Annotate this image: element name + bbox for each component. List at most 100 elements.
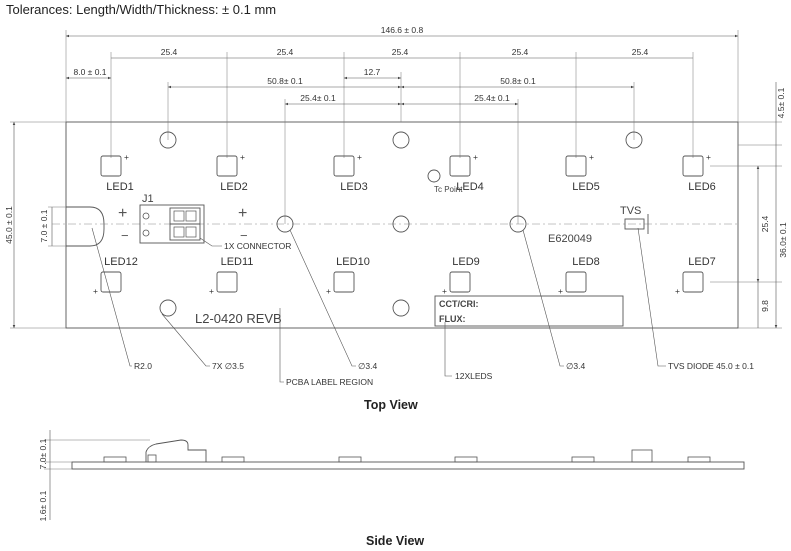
led-plus-mark: + [473,152,478,162]
led-top-row: LED1 LED2 LED3 LED4 LED5 LED6 [100,155,716,193]
led-plus-mark: + [326,286,331,296]
led-pad [216,155,238,177]
dim-right-254: 25.4 [760,215,770,232]
led-label: LED9 [452,256,480,268]
led-label: LED8 [572,256,600,268]
led-pad [449,271,471,293]
tvs-ref: TVS [620,205,641,217]
cct-cri-label: CCT/CRI: [439,299,479,309]
dim-right-360: 36.0± 0.1 [778,222,788,258]
led-plus-mark: + [589,152,594,162]
dim-pitch-2: 25.4 [277,47,294,57]
callout-hole-a: ∅3.4 [358,361,377,371]
led-plus-mark: + [209,286,214,296]
side-view-title: Side View [366,534,425,548]
led-label: LED3 [340,181,368,193]
callout-tvs-diode: TVS DIODE 45.0 ± 0.1 [668,361,754,371]
led-label: LED11 [221,256,254,268]
dim-pitch-1: 25.4 [161,47,178,57]
led-plus-mark: + [558,286,563,296]
led-label: LED5 [572,181,600,193]
mounting-hole [392,215,410,233]
top-view-title: Top View [364,398,418,412]
side-led [221,456,245,463]
pcba-label-box [434,295,624,327]
tc-point-label: Tc Point [434,185,463,194]
side-led [338,456,362,463]
tvs-component [624,218,645,230]
callout-radius: R2.0 [134,361,152,371]
led-pad [449,155,471,177]
side-pcb [71,461,745,470]
led-pad [565,155,587,177]
cable-tab [66,206,105,247]
pcb-outline [65,121,739,329]
led-label: LED2 [220,181,248,193]
led-pad [682,271,704,293]
top-view: 146.6 ± 0.8 25.4 25.4 25.4 25.4 25.4 8.0… [4,25,788,387]
side-led [571,456,595,463]
led-plus-mark: + [442,286,447,296]
side-led [103,456,127,463]
callout-holes-7x: 7X ∅3.5 [212,361,244,371]
callout-hole-b: ∅3.4 [566,361,585,371]
dim-side-thickness: 1.6± 0.1 [38,490,48,521]
led-pad [333,155,355,177]
dim-span-508-b: 50.8± 0.1 [500,76,536,86]
led-label: LED7 [688,256,716,268]
led-label: LED1 [106,181,134,193]
dim-pitch-5: 25.4 [632,47,649,57]
dim-right-98: 9.8 [760,300,770,312]
dim-width: 45.0 ± 0.1 [4,206,14,244]
dim-pitch-3: 25.4 [392,47,409,57]
connector-plus-right: + [238,205,247,222]
led-pad [100,271,122,293]
mounting-hole [392,299,410,317]
led-pad [565,271,587,293]
serial-number: E620049 [548,233,592,245]
connector-j1: J1 [139,193,205,244]
led-plus-mark: + [706,152,711,162]
led-label: LED4 [456,181,484,193]
led-pad [100,155,122,177]
flux-label: FLUX: [439,314,466,324]
callout-connector: 1X CONNECTOR [224,241,291,251]
board-revision: L2-0420 REVB [195,311,282,326]
led-label: LED10 [336,256,370,268]
connector-ref: J1 [142,193,154,205]
side-tvs [631,449,653,463]
led-pad [216,271,238,293]
led-plus-mark: + [93,286,98,296]
dim-side-height: 7.0± 0.1 [38,438,48,469]
side-view: 7.0± 0.1 1.6± 0.1 [38,430,745,521]
mounting-hole [159,131,177,149]
callout-leds-count: 12XLEDS [455,371,493,381]
led-label: LED12 [104,256,138,268]
tolerances-note: Tolerances: Length/Width/Thickness: ± 0.… [6,2,277,17]
led-plus-mark: + [357,152,362,162]
mounting-hole [625,131,643,149]
callout-pcba-label: PCBA LABEL REGION [286,377,373,387]
dim-pitch-half: 12.7 [364,67,381,77]
dim-offset-first: 8.0 ± 0.1 [73,67,106,77]
led-plus-mark: + [124,152,129,162]
led-pad [682,155,704,177]
dim-span-254-b: 25.4± 0.1 [474,93,510,103]
dim-span-254-a: 25.4± 0.1 [300,93,336,103]
mounting-hole [159,299,177,317]
connector-plus-left: + [118,205,127,222]
dim-connector-offset: 7.0 ± 0.1 [39,209,49,242]
side-connector [145,439,207,462]
dim-pitch-4: 25.4 [512,47,529,57]
led-pad [333,271,355,293]
mounting-hole [509,215,527,233]
led-plus-mark: + [240,152,245,162]
led-label: LED6 [688,181,716,193]
dim-top-offset: 4.5± 0.1 [776,87,786,118]
polarity-marks: + + + + + + + + + + + + [93,152,711,296]
dim-span-508-a: 50.8± 0.1 [267,76,303,86]
side-led [454,456,478,463]
dim-overall-length: 146.6 ± 0.8 [381,25,424,35]
mounting-hole [392,131,410,149]
